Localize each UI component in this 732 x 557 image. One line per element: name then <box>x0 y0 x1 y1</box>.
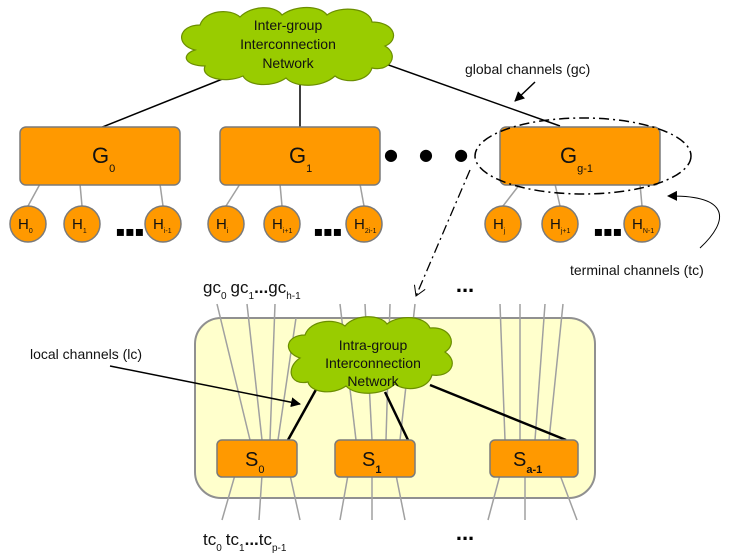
svg-text:G1: G1 <box>289 143 312 175</box>
group-gg-1: Gg-1 <box>499 126 661 186</box>
global-channels-arrow <box>514 81 536 102</box>
svg-text:Hj: Hj <box>493 216 506 235</box>
svg-text:G0: G0 <box>92 143 115 175</box>
switch-subscript: 0 <box>258 464 264 476</box>
group-subscript: 1 <box>306 163 312 175</box>
inter-group-cloud: Inter-group Interconnection Network <box>181 6 395 86</box>
host-subscript: 1 <box>83 228 87 235</box>
host-node: H0 <box>9 205 47 243</box>
host-subscript: i <box>227 228 229 235</box>
host-ellipsis-2: ▪▪▪ <box>314 224 342 240</box>
svg-text:Hj+1: Hj+1 <box>550 216 570 235</box>
tc-ellipsis: ... <box>456 520 474 545</box>
svg-text:HN-1: HN-1 <box>632 216 654 235</box>
terminal-channels-label: terminal channels (tc) <box>570 262 704 278</box>
host-node: Hi-1 <box>144 205 182 243</box>
switch-subscript: a-1 <box>526 464 542 476</box>
host-node: H1 <box>63 205 101 243</box>
terminal-channels-arrow <box>667 190 721 249</box>
svg-text:S0: S0 <box>245 449 264 476</box>
host-label: H <box>216 216 227 233</box>
global-channels-label: global channels (gc) <box>465 61 590 77</box>
switch-sa-1: Sa-1 <box>489 439 579 478</box>
host-label: H <box>153 216 164 233</box>
host-node: Hi <box>207 205 245 243</box>
host-subscript: i-1 <box>164 228 172 235</box>
host-node: HN-1 <box>623 205 661 243</box>
group-subscript: 0 <box>109 163 115 175</box>
switch-label: S <box>245 449 258 471</box>
host-node: Hj+1 <box>541 205 579 243</box>
host-node: Hi+1 <box>263 205 301 243</box>
inter-cloud-line-3: Network <box>262 55 314 71</box>
intra-cloud-line-2: Interconnection <box>325 355 421 371</box>
group-label: G <box>92 143 109 168</box>
terminal-channel-lines <box>221 474 578 521</box>
global-link-gg1 <box>379 61 561 127</box>
host-ellipsis-3: ▪▪▪ <box>594 224 622 240</box>
global-link-g0 <box>99 71 241 129</box>
group-highlight-ellipse <box>474 117 692 195</box>
inter-cloud-line-2: Interconnection <box>240 36 336 52</box>
group-g1: G1 <box>219 126 381 186</box>
local-channels-label: local channels (lc) <box>30 346 142 362</box>
svg-text:H1: H1 <box>72 216 87 235</box>
zoom-arrow <box>416 169 471 296</box>
svg-text:H2i-1: H2i-1 <box>354 216 377 235</box>
host-subscript: i+1 <box>283 228 293 235</box>
host-label: H <box>632 216 643 233</box>
svg-text:Gg-1: Gg-1 <box>560 143 593 175</box>
host-ellipsis-1: ▪▪▪ <box>116 224 144 240</box>
host-subscript: N-1 <box>643 228 654 235</box>
switch-s0: S0 <box>216 439 298 478</box>
inter-cloud-line-1: Inter-group <box>254 17 323 33</box>
intra-cloud-line-3: Network <box>347 373 399 389</box>
group-label: G <box>560 143 577 168</box>
switch-label: S <box>513 449 526 471</box>
local-channels-arrow <box>109 365 301 408</box>
host-subscript: j+1 <box>560 228 571 235</box>
host-label: H <box>354 216 365 233</box>
host-subscript: 2i-1 <box>365 228 377 235</box>
group-g0: G0 <box>19 126 181 186</box>
host-subscript: j <box>503 228 506 235</box>
group-ellipsis: ● ● ● <box>384 145 476 164</box>
svg-text:Hi+1: Hi+1 <box>272 216 292 235</box>
host-subscript: 0 <box>29 228 33 235</box>
switch-s1: S1 <box>334 439 416 478</box>
host-label: H <box>72 216 83 233</box>
global-links <box>99 61 561 129</box>
group-label: G <box>289 143 306 168</box>
host-label: H <box>272 216 283 233</box>
intra-group-cloud: Intra-group Interconnection Network <box>288 316 453 394</box>
svg-text:Hi-1: Hi-1 <box>153 216 172 235</box>
svg-text:S1: S1 <box>362 449 381 476</box>
intra-cloud-line-1: Intra-group <box>339 337 408 353</box>
switch-subscript: 1 <box>375 464 381 476</box>
group-subscript: g-1 <box>577 163 593 175</box>
host-label: H <box>550 216 561 233</box>
svg-text:Sa-1: Sa-1 <box>513 449 542 476</box>
switch-label: S <box>362 449 375 471</box>
svg-text:H0: H0 <box>18 216 33 235</box>
host-label: H <box>493 216 504 233</box>
gc-ellipsis: ... <box>456 272 474 297</box>
svg-text:Hi: Hi <box>216 216 229 235</box>
host-links <box>27 183 643 207</box>
local-channel-lines <box>286 383 567 442</box>
host-node: Hj <box>484 205 522 243</box>
host-label: H <box>18 216 29 233</box>
host-node: H2i-1 <box>345 205 383 243</box>
